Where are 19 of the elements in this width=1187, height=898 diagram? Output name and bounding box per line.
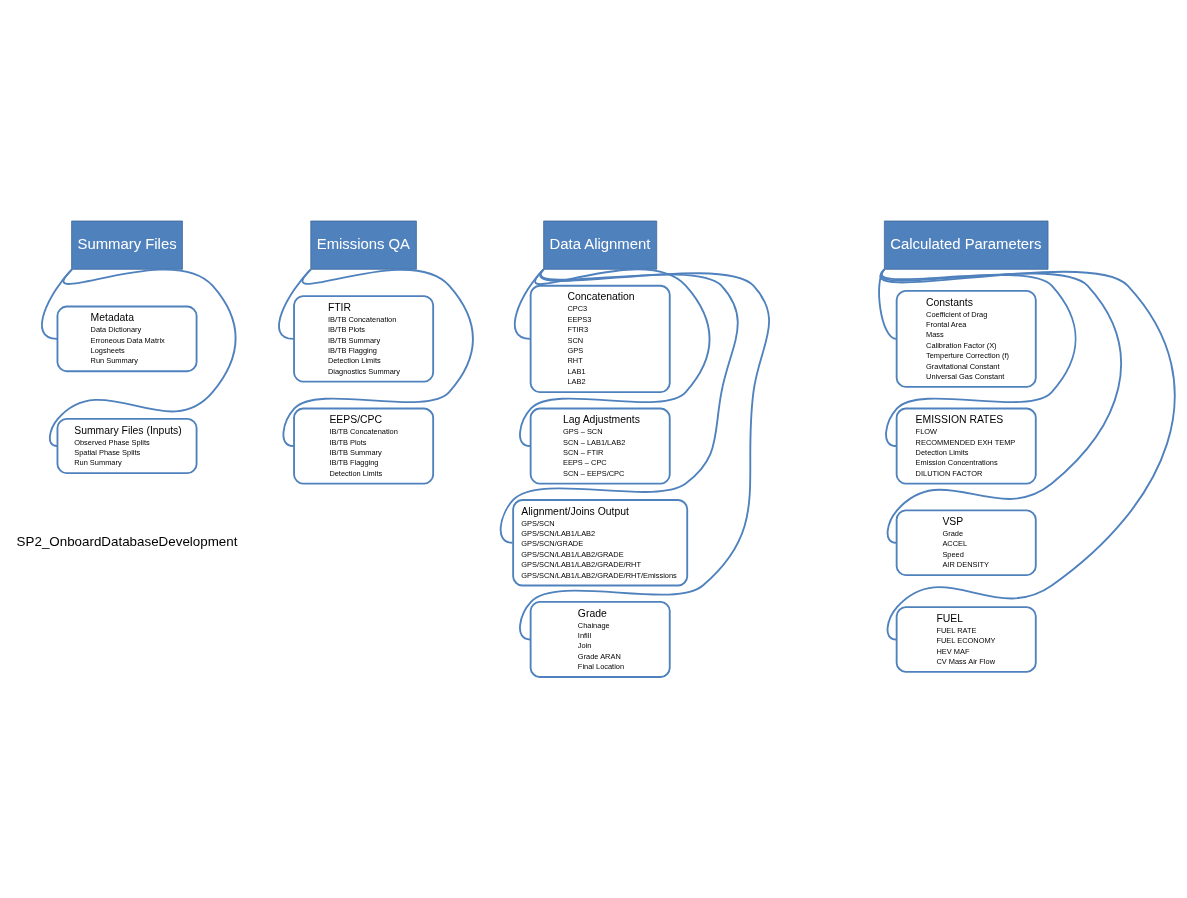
- node-box: VSP Grade ACCEL Speed AIR DENSITY: [895, 509, 1037, 577]
- node-box: Summary Files (Inputs) Observed Phase Splits Spatial Phase Splits Run Summary: [56, 417, 198, 475]
- node-box: Lag Adjustments GPS – SCN SCN – LAB1/LAB2 SCN – FTIR EEPS – CPC SCN – EEPS/CPC: [529, 407, 671, 485]
- node-box: Metadata Data Dictionary Erroneous Data Matrix Logsheets Run Summary: [56, 305, 198, 373]
- label: SP2_OnboardDatabaseDevelopment: [16, 534, 238, 550]
- node-box: Data Alignment: [543, 220, 658, 270]
- node-box: Summary Files: [71, 220, 183, 270]
- node-box: Concatenation CPC3 EEPS3 FTIR3 SCN GPS RHT LAB1 LAB2: [529, 284, 671, 393]
- node-box: FTIR IB/TB Concatenation IB/TB Plots IB/TB Summary IB/TB Flagging Detection Limits Diagnostics Summary: [293, 295, 435, 383]
- connector: [48, 268, 237, 447]
- connector: [282, 268, 474, 447]
- node-box: Constants Coefficient of Drag Frontal Area Mass Calibration Factor (X) Temperture Correction (f) Gravitational Constant Universal Gas Constant: [895, 290, 1037, 388]
- node-box: Calculated Parameters: [884, 220, 1049, 270]
- node-box: EEPS/CPC IB/TB Concatenation IB/TB Plots IB/TB Summary IB/TB Flagging Detection Limits: [293, 407, 435, 485]
- node-box: Emissions QA: [310, 220, 417, 270]
- node-box: Alignment/Joins Output GPS/SCN GPS/SCN/LAB1/LAB2 GPS/SCN/GRADE GPS/SCN/LAB1/LAB2/GRADE GPS/SCN/LAB1/LAB2/GRADE/RHT GPS/SCN/LAB1/LAB2/GRADE/RHT/Emissions: [512, 499, 689, 587]
- node-box: FUEL FUEL RATE FUEL ECONOMY HEV MAF CV Mass Air Flow: [895, 606, 1037, 673]
- node-box: Grade Chainage Infill Join Grade ARAN Final Location: [529, 600, 671, 678]
- node-box: EMISSION RATES FLOW RECOMMENDED EXH TEMP Detection Limits Emission Concentrations DILUTION FACTOR: [895, 407, 1037, 485]
